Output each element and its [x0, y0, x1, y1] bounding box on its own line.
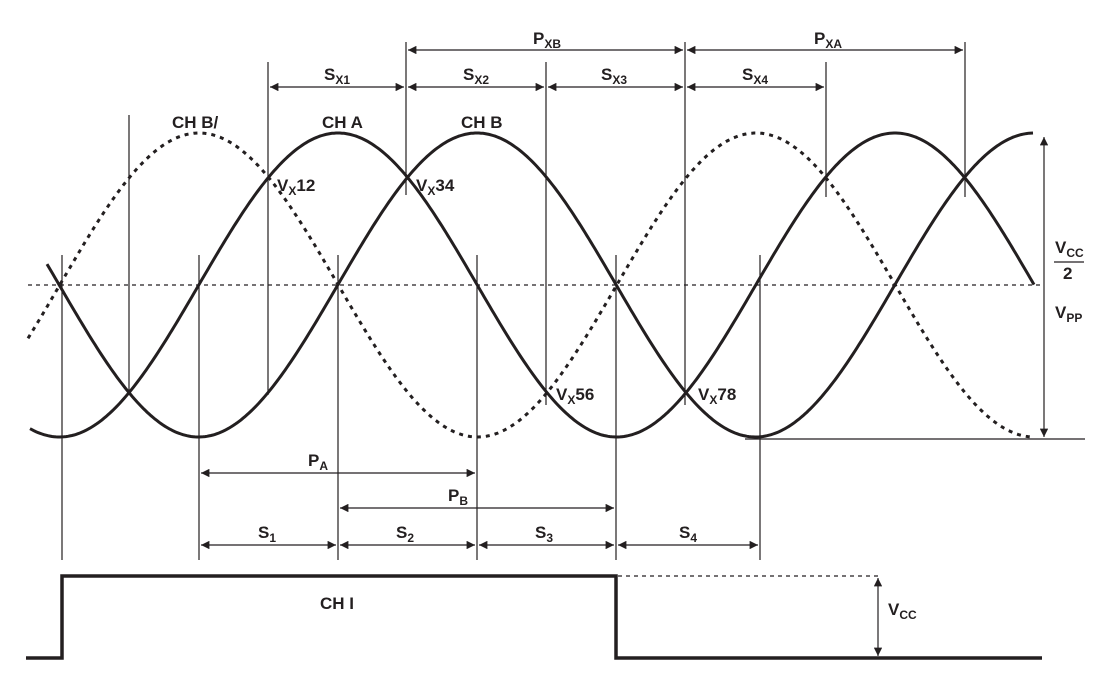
- s4-label: S4: [679, 523, 697, 545]
- vx78-label: VX78: [698, 385, 736, 407]
- ch-a-waveform: [29, 131, 1036, 439]
- ch-i-label: CH I: [320, 594, 354, 613]
- ch-i-pulse: [26, 574, 1042, 660]
- vcc-half-numerator-label: VCC: [1055, 238, 1084, 260]
- ch-b-bar-label: CH B/: [172, 113, 219, 132]
- top-dimension-arrows: [270, 45, 963, 92]
- sx4-label: SX4: [742, 65, 768, 87]
- pb-label: PB: [448, 486, 468, 508]
- vcc-half-denominator-label: 2: [1063, 264, 1072, 283]
- sx3-label: SX3: [601, 65, 627, 87]
- pxa-label: PXA: [814, 29, 842, 51]
- s2-label: S2: [396, 523, 414, 545]
- s1-label: S1: [258, 523, 276, 545]
- sx1-label: SX1: [324, 65, 350, 87]
- sx2-label: SX2: [463, 65, 489, 87]
- s3-label: S3: [535, 523, 553, 545]
- vx56-label: VX56: [556, 385, 594, 407]
- bottom-dimension-arrows: [201, 468, 758, 550]
- ch-b-bar-waveform: [26, 131, 1035, 439]
- ch-b-label: CH B: [461, 113, 503, 132]
- vx12-label: VX12: [277, 176, 315, 198]
- vertical-reference-lines: [61, 42, 966, 560]
- ch-a-label: CH A: [322, 113, 363, 132]
- vpp-label: VPP: [1055, 303, 1082, 325]
- vx34-label: VX34: [416, 176, 455, 198]
- pa-label: PA: [308, 451, 328, 473]
- ch-b-waveform: [45, 131, 1034, 439]
- vcc-label: VCC: [888, 600, 917, 622]
- pxb-label: PXB: [533, 29, 561, 51]
